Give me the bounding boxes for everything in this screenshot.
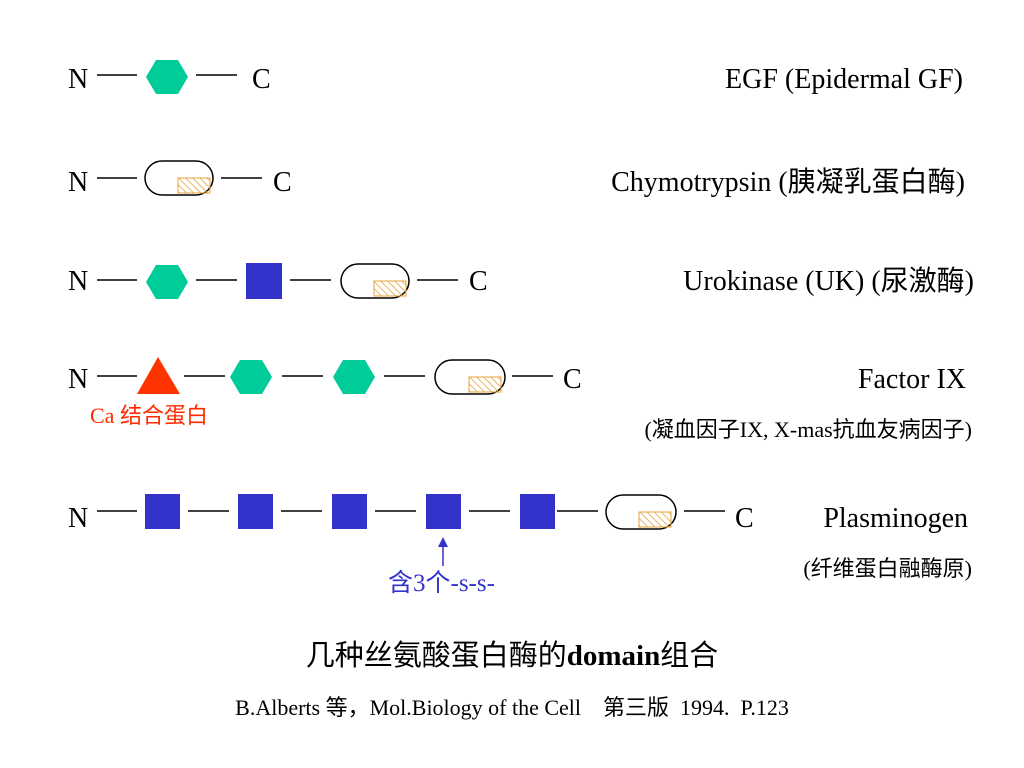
- reference-citation: B.Alberts 等，Mol.Biology of the Cell 第三版 …: [235, 695, 789, 720]
- catalytic-site-hatch: [468, 376, 502, 393]
- n-terminus-label: N: [68, 64, 89, 95]
- caption-suffix: 组合: [660, 640, 719, 672]
- c-terminus-label: C: [252, 64, 271, 95]
- kringle-square: [426, 494, 461, 529]
- egf-hexagon: [146, 60, 188, 94]
- kringle-square: [332, 494, 367, 529]
- caption-bold: domain: [566, 640, 661, 672]
- protein-subtitle-plasminogen: (纤维蛋白融酶原): [803, 556, 972, 581]
- n-terminus-label: N: [68, 167, 89, 198]
- egf-hexagon: [333, 360, 375, 394]
- c-terminus-label: C: [469, 266, 488, 297]
- protein-subtitle-factor-ix: (凝血因子IX, X-mas抗血友病因子): [644, 417, 972, 442]
- kringle-square: [145, 494, 180, 529]
- kringle-square: [520, 494, 555, 529]
- row-chymotrypsin: [97, 160, 262, 196]
- row-urokinase: [97, 263, 458, 299]
- n-terminus-label: N: [68, 266, 89, 297]
- row-factor-ix: [97, 357, 553, 395]
- protein-name-chymotrypsin: Chymotrypsin (胰凝乳蛋白酶): [611, 167, 965, 198]
- catalytic-site-hatch: [177, 177, 211, 194]
- arrow-head: [438, 537, 448, 547]
- protein-name-plasminogen: Plasminogen: [823, 503, 968, 534]
- kringle-square: [246, 263, 282, 299]
- egf-hexagon: [146, 265, 188, 299]
- slide-caption: 几种丝氨酸蛋白酶的domain组合: [0, 642, 1024, 671]
- ca-binding-triangle: [137, 357, 180, 394]
- egf-hexagon: [230, 360, 272, 394]
- catalytic-site-hatch: [373, 280, 407, 297]
- kringle-square: [238, 494, 273, 529]
- protein-name-factor-ix: Factor IX: [857, 364, 966, 395]
- catalytic-site-hatch: [638, 511, 672, 528]
- c-terminus-label: C: [273, 167, 292, 198]
- caption-prefix: 几种丝氨酸蛋白酶的: [305, 640, 567, 672]
- disulfide-note: 含3个-s-s-: [388, 570, 495, 597]
- row-plasminogen: [97, 494, 725, 566]
- c-terminus-label: C: [735, 503, 754, 534]
- c-terminus-label: C: [563, 364, 582, 395]
- protein-name-egf: EGF (Epidermal GF): [725, 64, 963, 95]
- protein-name-urokinase: Urokinase (UK) (尿激酶): [683, 266, 974, 297]
- row-egf: [97, 60, 237, 94]
- n-terminus-label: N: [68, 364, 89, 395]
- n-terminus-label: N: [68, 503, 89, 534]
- ca-binding-note: Ca 结合蛋白: [90, 403, 208, 428]
